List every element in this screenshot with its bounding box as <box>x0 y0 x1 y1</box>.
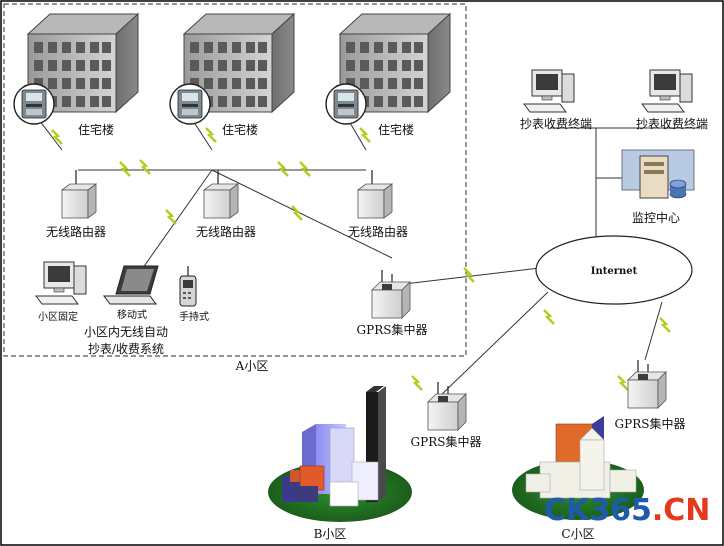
device-label-fixed: 小区固定 <box>38 310 78 323</box>
router-label-1: 无线路由器 <box>46 224 106 239</box>
router-icon <box>203 169 239 219</box>
building-label-1: 住宅楼 <box>78 122 114 137</box>
link-internet-gprs-b <box>439 291 549 397</box>
watermark: CK365.CN <box>544 493 710 528</box>
city-c-icon <box>525 416 637 499</box>
wireless-bolt <box>358 126 372 144</box>
link-gprs-a-internet <box>403 267 541 285</box>
meter-icon <box>13 83 55 125</box>
wireless-bolt <box>118 160 132 178</box>
router-label-2: 无线路由器 <box>196 224 256 239</box>
monitor-center: 监控中心 <box>621 149 695 225</box>
connection-lines <box>35 115 700 397</box>
terminal-label-1: 抄表收费终端 <box>520 116 592 131</box>
router-2: 无线路由器 <box>196 169 256 239</box>
router-icon <box>61 169 97 219</box>
meter-icon <box>325 83 367 125</box>
area-a-caption: A小区 <box>235 359 269 373</box>
wireless-bolt <box>542 308 556 326</box>
wireless-bolt <box>50 128 64 146</box>
device-mobile: 移动式 <box>103 265 159 321</box>
area-b: B小区 <box>268 386 412 541</box>
wireless-bolt <box>164 208 178 226</box>
city-b-icon <box>282 386 386 507</box>
desktop-pc-icon <box>641 69 693 113</box>
gprs-concentrator-b: GPRS集中器 <box>411 381 482 449</box>
device-label-handheld: 手持式 <box>179 310 209 323</box>
area-c: C小区 <box>512 416 644 541</box>
router-3: 无线路由器 <box>348 169 408 239</box>
wireless-bolt <box>658 316 672 334</box>
monitor-center-label: 监控中心 <box>632 210 680 225</box>
wireless-bolt <box>298 160 312 178</box>
system-title-line2: 抄表/收费系统 <box>88 342 164 356</box>
terminal-1: 抄表收费终端 <box>520 69 592 131</box>
link-router2-laptop <box>139 169 213 273</box>
desktop-pc-icon <box>35 261 87 305</box>
laptop-icon <box>103 265 159 305</box>
device-label-mobile: 移动式 <box>117 308 147 321</box>
link-router2-gprs-a <box>211 169 393 259</box>
gprs-icon <box>371 269 411 319</box>
system-title-line1: 小区内无线自动 <box>84 325 168 339</box>
server-icon <box>621 149 695 199</box>
area-c-caption: C小区 <box>561 527 594 541</box>
router-label-3: 无线路由器 <box>348 224 408 239</box>
handheld-icon <box>179 266 197 307</box>
router-icon <box>357 169 393 219</box>
gprs-concentrator-a: GPRS集中器 <box>357 269 428 337</box>
wireless-bolt <box>276 160 290 178</box>
wireless-bolt <box>410 374 424 392</box>
building-3: 住宅楼 <box>325 13 451 137</box>
wireless-bolt <box>616 374 630 392</box>
internet-cloud: Internet <box>535 235 693 305</box>
wireless-bolt <box>138 158 152 176</box>
link-internet-gprs-c <box>644 301 663 361</box>
gprs-icon <box>627 359 667 409</box>
internet-label: Internet <box>591 266 638 277</box>
building-label-3: 住宅楼 <box>378 122 414 137</box>
device-handheld: 手持式 <box>179 266 209 323</box>
desktop-pc-icon <box>523 69 575 113</box>
building-1: 住宅楼 <box>13 13 139 137</box>
building-label-2: 住宅楼 <box>222 122 258 137</box>
router-1: 无线路由器 <box>46 169 106 239</box>
device-fixed: 小区固定 <box>35 261 87 323</box>
gprs-label-c: GPRS集中器 <box>615 416 686 431</box>
area-b-caption: B小区 <box>314 527 347 541</box>
wireless-bolt <box>204 126 218 144</box>
area-a-boundary <box>3 3 467 357</box>
building-2: 住宅楼 <box>169 13 295 137</box>
gprs-label-b: GPRS集中器 <box>411 434 482 449</box>
gprs-label-a: GPRS集中器 <box>357 322 428 337</box>
terminal-2: 抄表收费终端 <box>636 69 708 131</box>
meter-icon <box>169 83 211 125</box>
terminal-label-2: 抄表收费终端 <box>636 116 708 131</box>
gprs-concentrator-c: GPRS集中器 <box>615 359 686 431</box>
